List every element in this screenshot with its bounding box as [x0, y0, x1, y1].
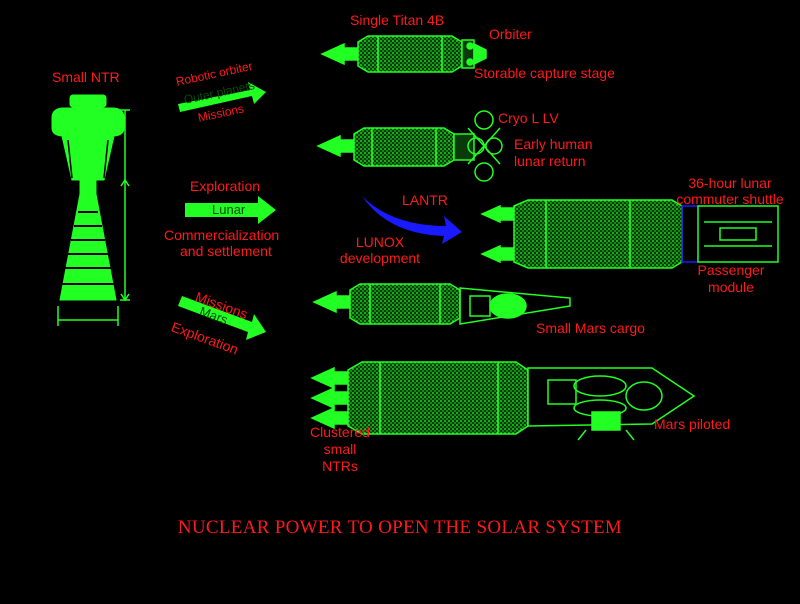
- cryo-label: Cryo L LV: [498, 110, 559, 126]
- vehicle-mars-cargo: [312, 283, 571, 325]
- arrow-lantr: [362, 196, 462, 244]
- arrow-lunar: [185, 196, 276, 224]
- vehicle-lantr-shuttle: [480, 199, 779, 269]
- arrow-mars: [178, 296, 266, 340]
- lunox-label-2: development: [339, 250, 421, 266]
- vehicle-cryo-lander: [316, 110, 503, 182]
- cluster-label-1: Clustered: [310, 424, 370, 440]
- arrow-lunar-label: Lunar: [212, 202, 246, 217]
- lunox-label-1: LUNOX: [355, 234, 405, 250]
- small-ntr-engine: [51, 94, 130, 326]
- shuttle-label-2: commuter shuttle: [676, 191, 784, 207]
- passenger-module-1: Passenger: [697, 262, 765, 278]
- vehicle-titan-orbiter: [320, 35, 487, 73]
- passenger-module-2: module: [708, 279, 754, 295]
- mars-cargo-label: Small Mars cargo: [536, 320, 645, 336]
- capture-stage-label: Storable capture stage: [474, 65, 615, 81]
- cryo-sub-1: Early human: [514, 136, 593, 152]
- shuttle-label-1: 36-hour lunar: [688, 175, 772, 191]
- arrow-outer-planets: [178, 82, 266, 112]
- arrow-lunar-commercialization: Commercialization: [164, 227, 280, 243]
- titan-label: Single Titan 4B: [350, 12, 445, 28]
- cryo-sub-2: lunar return: [514, 153, 586, 169]
- mars-piloted-label: Mars piloted: [654, 416, 731, 432]
- arrow-lunar-settlement: and settlement: [180, 243, 272, 259]
- cluster-label-3: NTRs: [322, 458, 358, 474]
- arrow-lunar-top: Exploration: [190, 178, 261, 194]
- orbiter-label: Orbiter: [489, 26, 532, 42]
- lantr-label: LANTR: [402, 192, 448, 208]
- vehicle-mars-piloted: [310, 361, 696, 441]
- cluster-label-2: small: [323, 441, 357, 457]
- small-ntr-label: Small NTR: [52, 69, 120, 85]
- diagram-title: NUCLEAR POWER TO OPEN THE SOLAR SYSTEM: [177, 517, 623, 538]
